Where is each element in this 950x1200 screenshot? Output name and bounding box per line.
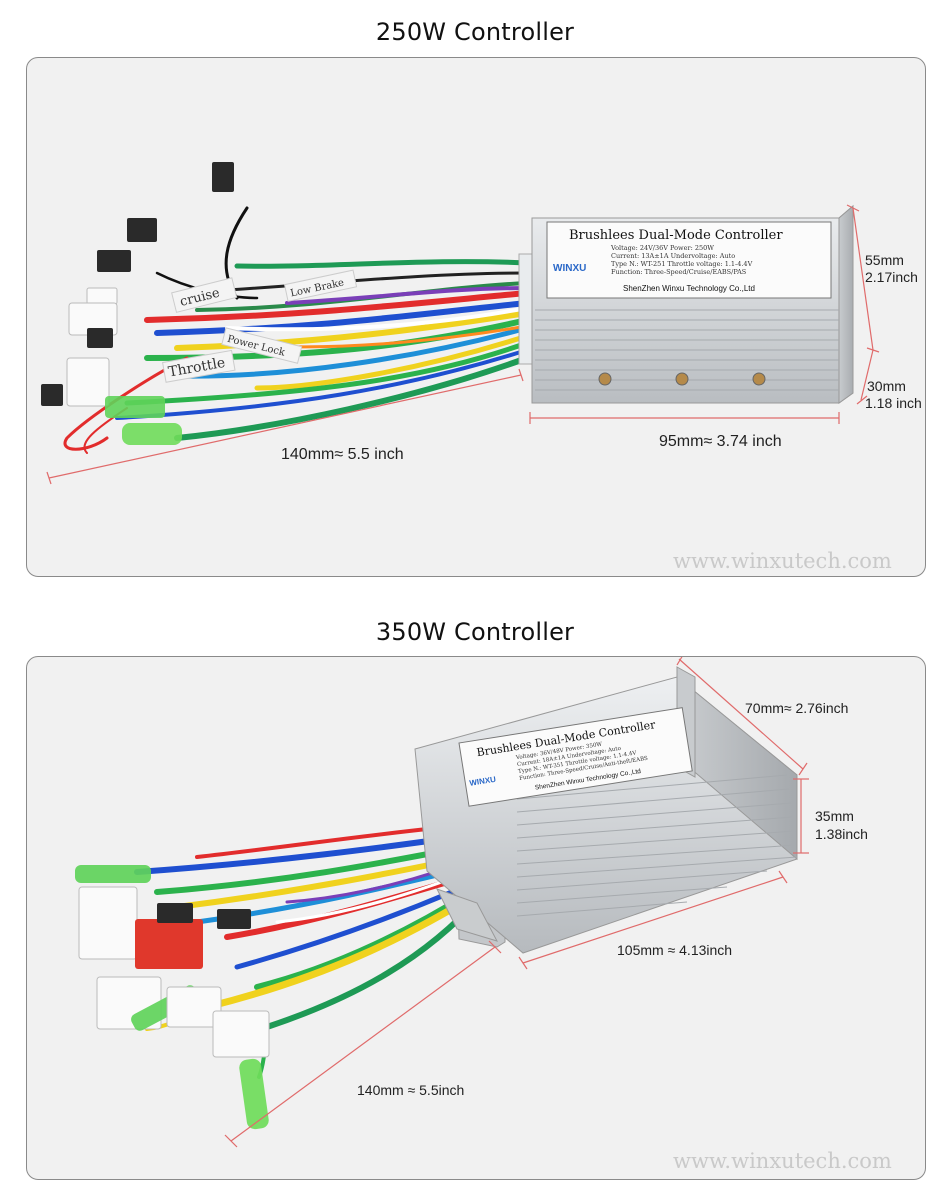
label-brand-350w: WINXU (469, 775, 497, 788)
product-photo-250w: cruise Low Brake Throttle Power Lock (26, 57, 926, 577)
controller-250w-illustration: cruise Low Brake Throttle Power Lock (41, 162, 880, 485)
dimension-height-250w: 55mm (865, 252, 904, 268)
dimension-wire-length-350w: 140mm ≈ 5.5inch (357, 1082, 465, 1098)
connectors-350w (75, 865, 270, 1130)
connectors-250w (41, 162, 234, 445)
dimension-body-length-350w: 105mm ≈ 4.13inch (617, 942, 733, 958)
watermark-350w: www.winxutech.com (673, 1149, 892, 1173)
controller-350w-illustration: Brushlees Dual-Mode Controller WINXU Vol… (75, 657, 809, 1148)
watermark-250w: www.winxutech.com (673, 549, 892, 573)
product-label-250w: Brushlees Dual-Mode Controller WINXU Vol… (546, 221, 832, 299)
label-company-250w: ShenZhen Winxu Technology Co.,Ltd (623, 284, 755, 293)
dimension-body-length-250w: 95mm≈ 3.74 inch (659, 433, 782, 450)
dimension-height-inch-250w: 2.17inch (865, 269, 918, 285)
product-photo-350w: Brushlees Dual-Mode Controller WINXU Vol… (26, 656, 926, 1180)
dimension-width-350w: 70mm≈ 2.76inch (745, 700, 849, 716)
controller-housing-350w (414, 666, 798, 954)
dimension-lines-350w (224, 657, 809, 1148)
label-spec-2-250w: Current: 13A±1A Undervoltage: Auto (611, 252, 735, 260)
wire-bundle-250w (63, 206, 530, 454)
dimension-wire-length-250w: 140mm≈ 5.5 inch (281, 446, 404, 463)
label-spec-4-250w: Function: Three-Speed/Cruise/EABS/PAS (611, 268, 746, 276)
section-title-250w: 250W Controller (375, 18, 575, 46)
dimension-lines-250w (46, 204, 880, 485)
label-heading-250w: Brushlees Dual-Mode Controller (569, 228, 783, 243)
label-spec-3-250w: Type N.: WT-251 Throttle voltage: 1.1-4.… (611, 260, 753, 268)
dimension-depth-inch-250w: 1.18 inch (865, 395, 922, 411)
dimension-height-350w: 35mm (815, 808, 854, 824)
dimension-height-inch-350w: 1.38inch (815, 826, 868, 842)
label-spec-1-250w: Voltage: 24V/36V Power: 250W (610, 244, 714, 252)
section-title-350w: 350W Controller (375, 618, 575, 646)
label-brand-250w: WINXU (553, 263, 586, 274)
dimension-depth-250w: 30mm (867, 378, 906, 394)
